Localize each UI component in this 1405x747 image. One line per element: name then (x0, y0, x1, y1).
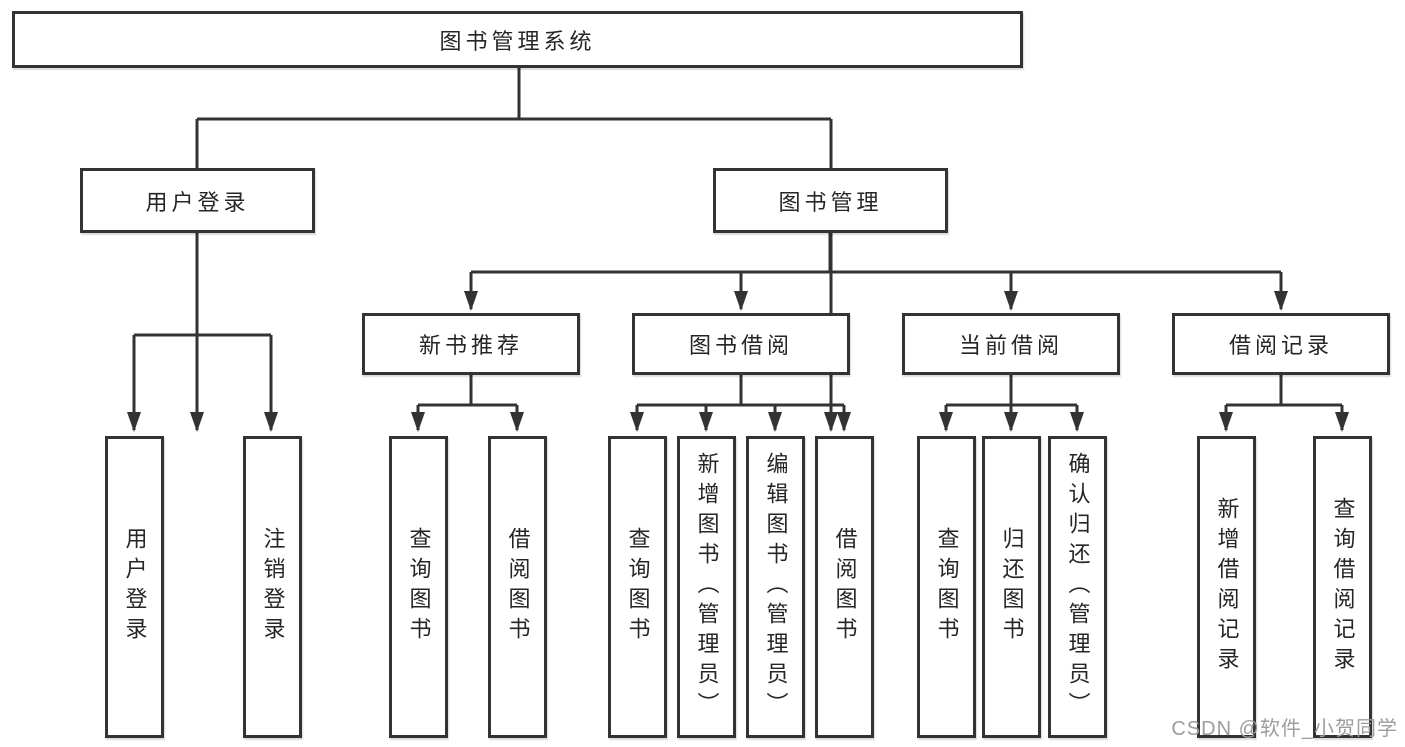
node-label: 新书推荐 (418, 333, 523, 358)
node-label: 用户登录 (122, 527, 148, 647)
csdn-watermark: CSDN @软件_小贺同学 (1171, 718, 1398, 740)
node-label: 借阅记录 (1228, 333, 1333, 358)
connector-book-borrow-children (630, 375, 851, 432)
connector-book-management-children (464, 233, 1288, 311)
node-book-management: 图书管理 (713, 168, 948, 233)
connector-root-to-level2 (190, 68, 838, 432)
node-label: 确认归还（管理员） (1065, 452, 1091, 722)
node-label: 借阅图书 (505, 527, 531, 647)
leaf-logout: 注销登录 (243, 436, 302, 738)
leaf-user-login: 用户登录 (105, 436, 164, 738)
node-library-system: 图书管理系统 (12, 11, 1023, 68)
node-label: 新增图书（管理员） (694, 452, 720, 722)
node-label: 用户登录 (145, 189, 250, 215)
node-label: 借阅图书 (832, 527, 858, 647)
connector-user-login-children (127, 233, 278, 432)
node-label: 归还图书 (999, 527, 1025, 647)
leaf-edit-book-admin: 编辑图书（管理员） (746, 436, 805, 738)
leaf-borrow-books: 借阅图书 (815, 436, 874, 738)
node-current-borrow: 当前借阅 (902, 313, 1120, 375)
node-label: 查询图书 (406, 527, 432, 647)
leaf-query-books-recommend: 查询图书 (389, 436, 448, 738)
node-label: 编辑图书（管理员） (763, 452, 789, 722)
leaf-add-book-admin: 新增图书（管理员） (677, 436, 736, 738)
node-user-login: 用户登录 (80, 168, 315, 233)
node-label: 图书管理 (778, 189, 883, 215)
node-label: 图书借阅 (688, 333, 793, 358)
connector-current-borrow-children (939, 375, 1084, 432)
node-label: 查询图书 (625, 527, 651, 647)
node-label: 图书管理系统 (439, 28, 596, 54)
leaf-return-book: 归还图书 (982, 436, 1041, 738)
node-label: 当前借阅 (958, 333, 1063, 358)
leaf-confirm-return-admin: 确认归还（管理员） (1048, 436, 1107, 738)
node-label: 查询借阅记录 (1330, 497, 1356, 677)
leaf-query-books-borrow: 查询图书 (608, 436, 667, 738)
node-borrow-records: 借阅记录 (1172, 313, 1390, 375)
leaf-query-books-current: 查询图书 (917, 436, 976, 738)
node-book-borrow: 图书借阅 (632, 313, 850, 375)
leaf-borrow-books-recommend: 借阅图书 (488, 436, 547, 738)
leaf-query-borrow-record: 查询借阅记录 (1313, 436, 1372, 738)
node-label: 查询图书 (934, 527, 960, 647)
leaf-add-borrow-record: 新增借阅记录 (1197, 436, 1256, 738)
connector-borrow-records-children (1219, 375, 1349, 432)
node-label: 新增借阅记录 (1214, 497, 1240, 677)
node-label: 注销登录 (260, 527, 286, 647)
node-new-book-recommend: 新书推荐 (362, 313, 580, 375)
connector-new-book-children (411, 375, 524, 432)
